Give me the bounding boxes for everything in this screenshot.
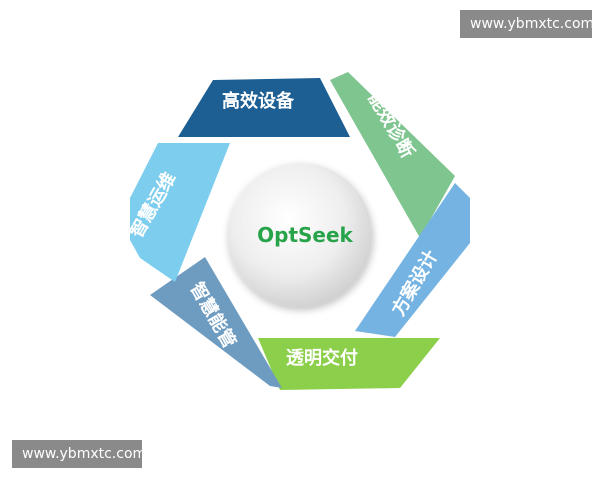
watermark-bottom-left: www.ybmxtc.com [12,440,146,468]
center-label: OptSeek [257,223,353,247]
segment-upper-right-band [330,72,455,238]
watermark-top-right: www.ybmxtc.com [460,10,594,38]
segment-bottom-band [258,338,440,390]
segment-lower-left-band [150,257,282,388]
segment-upper-left-band [130,143,230,282]
segment-label-top: 高效设备 [222,90,295,112]
segment-top-band [178,78,350,137]
center-sphere [228,163,372,307]
segment-label-bottom: 透明交付 [286,347,358,369]
segment-lower-right-band [355,183,470,337]
